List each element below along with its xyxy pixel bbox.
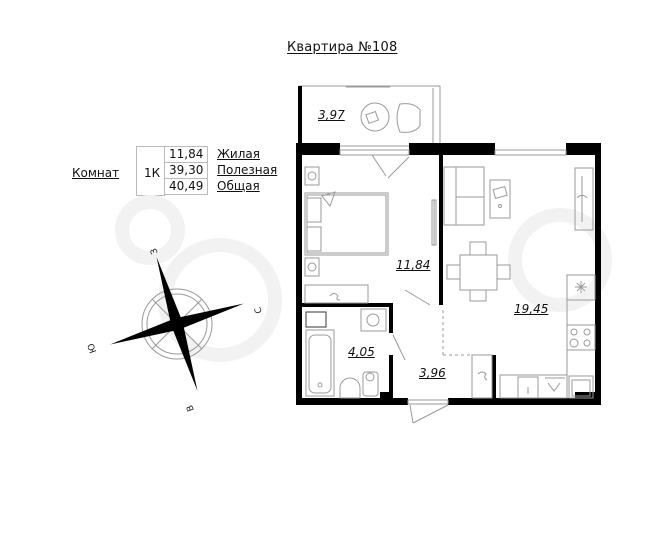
bathroom-area: 4,05 bbox=[348, 345, 375, 359]
washbasin-icon bbox=[339, 377, 361, 399]
total-area-label: Общая bbox=[217, 179, 260, 193]
hallway-area: 3,96 bbox=[419, 366, 446, 380]
bedroom-furniture bbox=[304, 166, 437, 304]
watermark-logo bbox=[115, 195, 612, 362]
tv-stand-icon bbox=[574, 167, 594, 231]
balcony bbox=[299, 85, 441, 147]
round-table-icon bbox=[360, 102, 390, 132]
area-table: 11,84 39,30 40,49 bbox=[163, 146, 209, 195]
area-labels: Жилая Полезная Общая bbox=[217, 146, 277, 194]
usable-area-label: Полезная bbox=[217, 163, 278, 177]
rooms-count: 1К bbox=[144, 166, 161, 180]
doors bbox=[371, 154, 449, 424]
total-area-value: 40,49 bbox=[163, 178, 209, 195]
living-area-value: 11,84 bbox=[163, 146, 209, 163]
toilet-icon bbox=[362, 371, 379, 397]
dining-table-icon bbox=[459, 254, 498, 291]
living-kitchen-area: 19,45 bbox=[514, 302, 549, 316]
washer-icon bbox=[305, 311, 327, 328]
nightstand-icon bbox=[304, 166, 320, 186]
living-area-label: Жилая bbox=[217, 147, 260, 161]
wardrobe-icon bbox=[304, 284, 369, 304]
oven-icon bbox=[568, 375, 594, 399]
walls bbox=[296, 143, 601, 405]
coffee-table-icon bbox=[489, 179, 511, 219]
laptop-icon bbox=[365, 110, 380, 125]
apartment-title: Квартира №108 bbox=[287, 40, 398, 55]
rooms-label: Комнат bbox=[72, 166, 120, 180]
nightstand-icon bbox=[304, 257, 320, 277]
compass-rose bbox=[110, 257, 244, 391]
bathroom-furniture bbox=[305, 308, 387, 399]
sink-icon bbox=[517, 376, 539, 399]
living-furniture bbox=[442, 166, 596, 399]
bedroom-area: 11,84 bbox=[396, 258, 431, 272]
stove-icon bbox=[566, 324, 596, 351]
bathtub-icon bbox=[305, 329, 335, 397]
armchair-icon bbox=[396, 103, 421, 133]
coat-rack-icon bbox=[471, 354, 493, 399]
balcony-area: 3,97 bbox=[318, 108, 345, 122]
usable-area-value: 39,30 bbox=[163, 162, 209, 179]
boiler-icon bbox=[360, 308, 387, 332]
sofa-icon bbox=[443, 166, 485, 226]
fridge-icon bbox=[566, 274, 596, 301]
windows bbox=[339, 149, 567, 405]
bed-icon bbox=[304, 192, 389, 256]
